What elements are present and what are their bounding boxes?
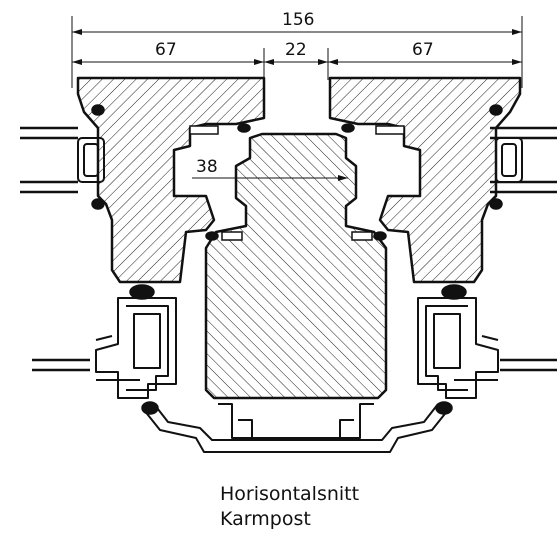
dim-overall-label: 156 xyxy=(282,10,314,30)
dim-left-frame-label: 67 xyxy=(155,40,177,60)
caption-line-2: Karmpost xyxy=(220,508,311,530)
central-post xyxy=(204,132,388,400)
left-sash-profile xyxy=(76,76,266,284)
dim-post-depth-label: 38 xyxy=(196,157,218,177)
lower-right-sash xyxy=(417,297,499,399)
section-drawing: 156 67 22 67 38 xyxy=(20,10,557,453)
dim-right-frame-label: 67 xyxy=(412,40,434,60)
caption: Horisontalsnitt Karmpost xyxy=(220,482,359,532)
lower-left-sash xyxy=(95,297,177,399)
right-sash-profile xyxy=(328,76,522,284)
gaskets xyxy=(91,104,503,415)
hardware-clips xyxy=(189,125,405,241)
aluminium-cladding xyxy=(143,403,449,453)
caption-line-1: Horisontalsnitt xyxy=(220,483,360,505)
dim-gap-label: 22 xyxy=(285,40,307,60)
